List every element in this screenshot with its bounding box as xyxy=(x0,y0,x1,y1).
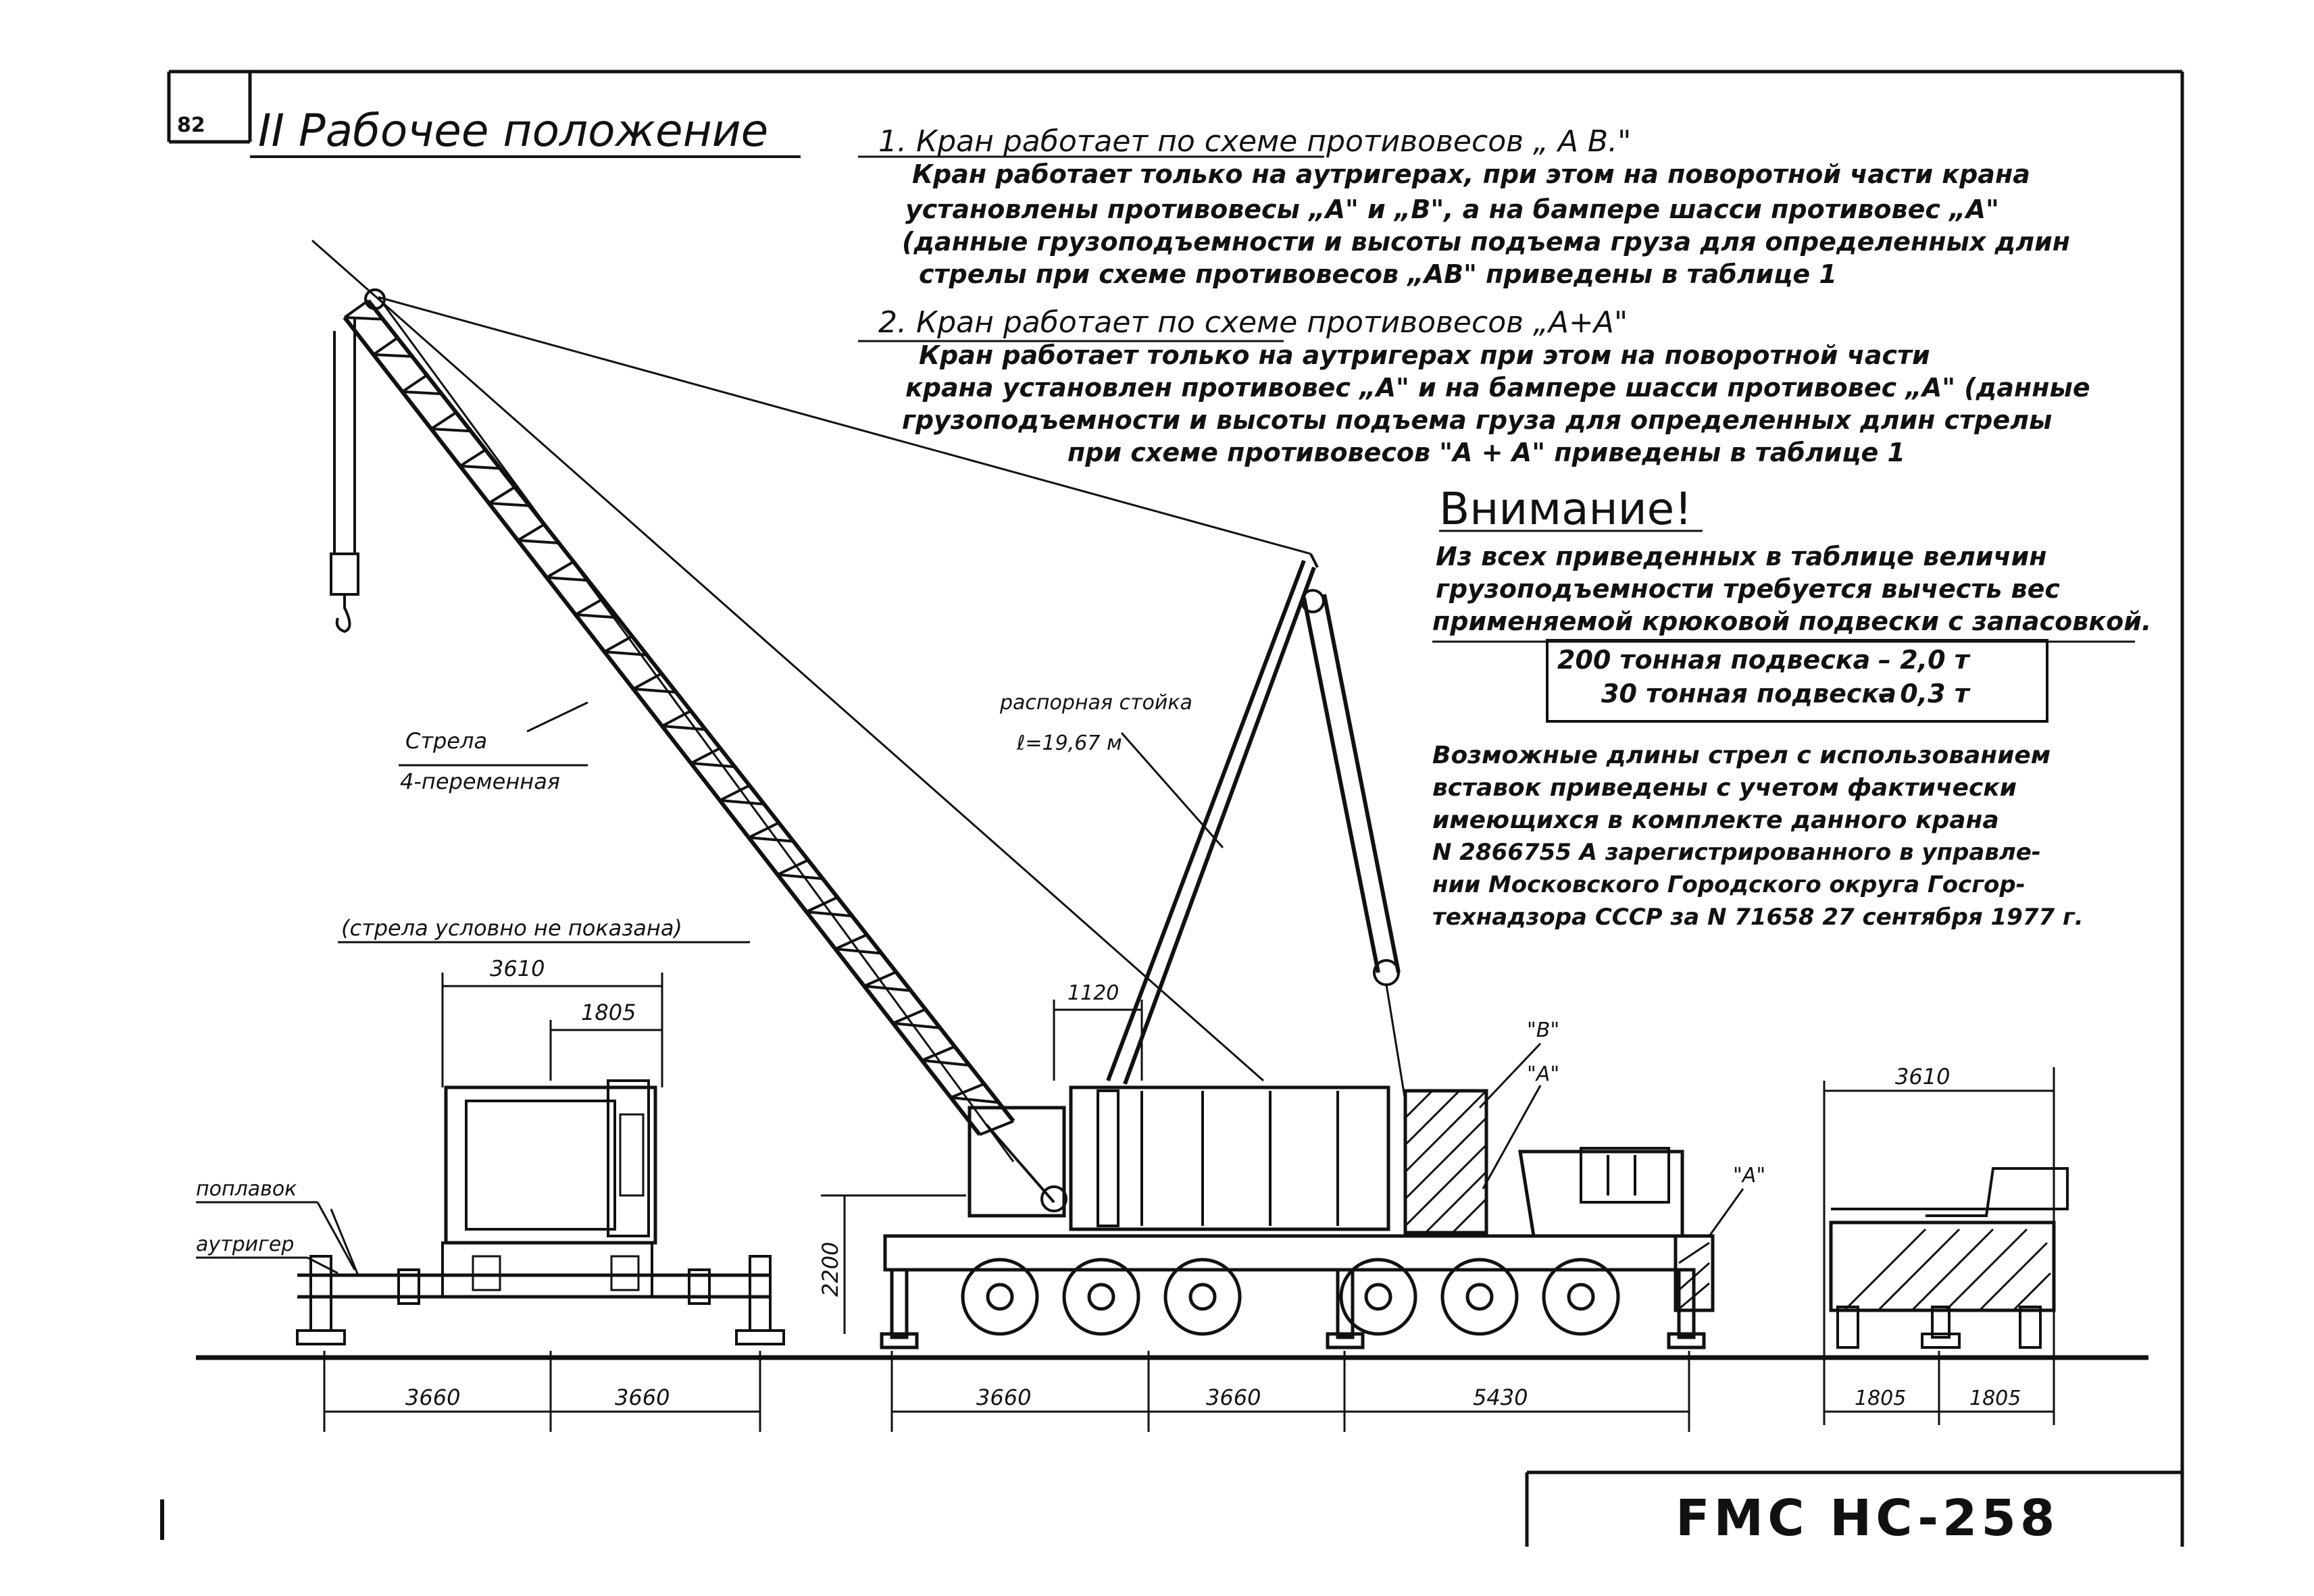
label-boom: Стрела xyxy=(405,728,487,754)
dim-side-b: 3660 xyxy=(1206,1385,1261,1410)
note1-line: Кран работает только на аутригерах, при … xyxy=(912,159,2030,189)
note2-line: крана установлен противовес „А" и на бам… xyxy=(905,373,2090,403)
label-float: поплавок xyxy=(196,1177,297,1201)
hook-table-label: 30 тонная подвеска xyxy=(1601,679,1896,709)
crane-wheels xyxy=(961,1258,1620,1336)
label-counterweight-a-bumper: "А" xyxy=(1733,1164,1765,1187)
hook-table-value: – 2,0 т xyxy=(1878,645,1969,675)
dim-outrigger-left: 3660 xyxy=(405,1385,460,1410)
hook-table-value: – 0,3 т xyxy=(1878,679,1969,709)
dim-rear-width: 3610 xyxy=(1895,1064,1950,1089)
hook-table-frame xyxy=(1546,639,2048,723)
note1-line: стрелы при схеме противовесов „АВ" приве… xyxy=(919,259,1837,289)
note1-heading: 1. Кран работает по схеме противовесов „… xyxy=(878,124,1632,159)
label-boom-sub: 4-переменная xyxy=(400,769,560,794)
title-block-label: FMC HC-258 xyxy=(1676,1489,2059,1547)
label-strut-length: ℓ=19,67 м xyxy=(1016,731,1122,755)
strut-leader xyxy=(1120,732,1224,848)
boom-lengths-line: Возможные длины стрел с использованием xyxy=(1432,742,2051,769)
boom-lengths-line: технадзора СССР за N 71658 27 сентября 1… xyxy=(1432,904,2084,931)
dim-rear-half-right: 1805 xyxy=(1969,1387,2021,1410)
sheet-frame xyxy=(160,70,2184,1547)
label-strut: распорная стойка xyxy=(999,691,1192,715)
crane-rear-view xyxy=(1829,1167,2069,1349)
boom-backstay-line xyxy=(311,239,1264,1082)
label-counterweight-a-upper: "А" xyxy=(1527,1062,1559,1086)
lattice-boom xyxy=(343,288,1015,1136)
boom-lengths-line: имеющихся в комплекте данного крана xyxy=(1432,806,1999,834)
attention-line: грузоподъемности требуется вычесть вес xyxy=(1436,574,2060,604)
page-number: 82 xyxy=(177,113,205,137)
note2-line: грузоподъемности и высоты подъема груза … xyxy=(902,405,2053,435)
attention-heading: Внимание! xyxy=(1439,483,1692,535)
label-outrigger: аутригер xyxy=(196,1233,294,1256)
dim-boom-offset: 1120 xyxy=(1067,981,1119,1005)
boom-lengths-line: нии Московского Городского округа Госгор… xyxy=(1432,871,2026,898)
section-title: II Рабочее положение xyxy=(258,105,769,157)
dimension-lines xyxy=(323,973,2055,1432)
dim-front-half: 1805 xyxy=(581,1000,636,1025)
attention-line: применяемой крюковой подвески с запасовк… xyxy=(1432,607,2152,636)
dim-front-width: 3610 xyxy=(490,956,545,981)
dim-side-c: 5430 xyxy=(1473,1385,1528,1410)
hook-block xyxy=(330,317,359,634)
dim-side-a: 3660 xyxy=(976,1385,1031,1410)
label-leaders xyxy=(196,1042,1744,1275)
dim-rear-half-left: 1805 xyxy=(1855,1387,1906,1410)
note2-line: Кран работает только на аутригерах при э… xyxy=(919,340,1930,370)
dim-height: 2200 xyxy=(818,1242,843,1297)
hook-table-label: 200 тонная подвеска xyxy=(1557,645,1871,675)
crane-front-view xyxy=(296,1079,785,1345)
strut-and-mast xyxy=(1106,553,1407,1102)
label-boom-not-shown: (стрела условно не показана) xyxy=(341,915,682,941)
boom-lengths-line: N 2866755 А зарегистрированного в управл… xyxy=(1432,839,2041,866)
outrigger-jacks xyxy=(880,1268,1706,1349)
crane-side-view xyxy=(196,239,2148,1360)
pendant-rope xyxy=(378,296,1311,555)
note2-line: при схеме противовесов "А + А" приведены… xyxy=(1067,438,1905,467)
note1-line: установлены противовесы „А" и „В", а на … xyxy=(905,195,1999,224)
dim-outrigger-right: 3660 xyxy=(615,1385,670,1410)
note2-heading: 2. Кран работает по схеме противовесов „… xyxy=(878,305,1628,340)
boom-leader xyxy=(526,701,588,733)
boom-lengths-line: вставок приведены с учетом фактически xyxy=(1432,774,2017,802)
crane-upper-works xyxy=(883,1085,1715,1312)
note1-line: (данные грузоподъемности и высоты подъем… xyxy=(902,227,2070,257)
attention-line: Из всех приведенных в таблице величин xyxy=(1436,542,2047,571)
label-counterweight-b: "В" xyxy=(1527,1019,1559,1042)
